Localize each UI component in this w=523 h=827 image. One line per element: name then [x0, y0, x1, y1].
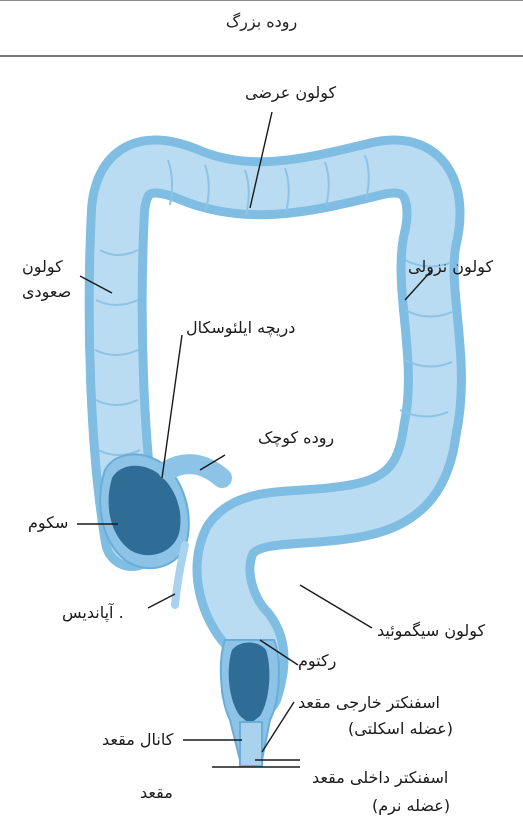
label-anus: مقعد	[140, 780, 173, 806]
label-ascending-colon-line2: صعودی	[22, 279, 71, 305]
label-anal-canal: کانال مقعد	[102, 727, 173, 753]
label-rectum: رکتوم	[298, 648, 336, 674]
label-external-sphincter-line2: (عضله اسکلتی)	[348, 716, 453, 742]
label-small-intestine: روده کوچک	[258, 425, 334, 451]
label-appendix: . آپاندیس	[62, 600, 124, 626]
label-ascending-colon-line1: کولون	[22, 254, 63, 280]
label-descending-colon: کولون نزولی	[408, 254, 493, 280]
label-transverse-colon: کولون عرضی	[245, 80, 336, 106]
label-ileocecal-valve: دریچه ایلئوسکال	[186, 315, 295, 341]
small-intestine-stub	[168, 464, 222, 478]
label-sigmoid-colon: کولون سیگموئید	[377, 618, 485, 644]
label-internal-sphincter-line2: (عضله نرم)	[372, 793, 450, 819]
label-internal-sphincter-line1: اسفنکتر داخلی مقعد	[312, 765, 448, 791]
label-cecum: سکوم	[28, 510, 68, 536]
label-external-sphincter-line1: اسفنکتر خارجی مقعد	[298, 690, 440, 716]
